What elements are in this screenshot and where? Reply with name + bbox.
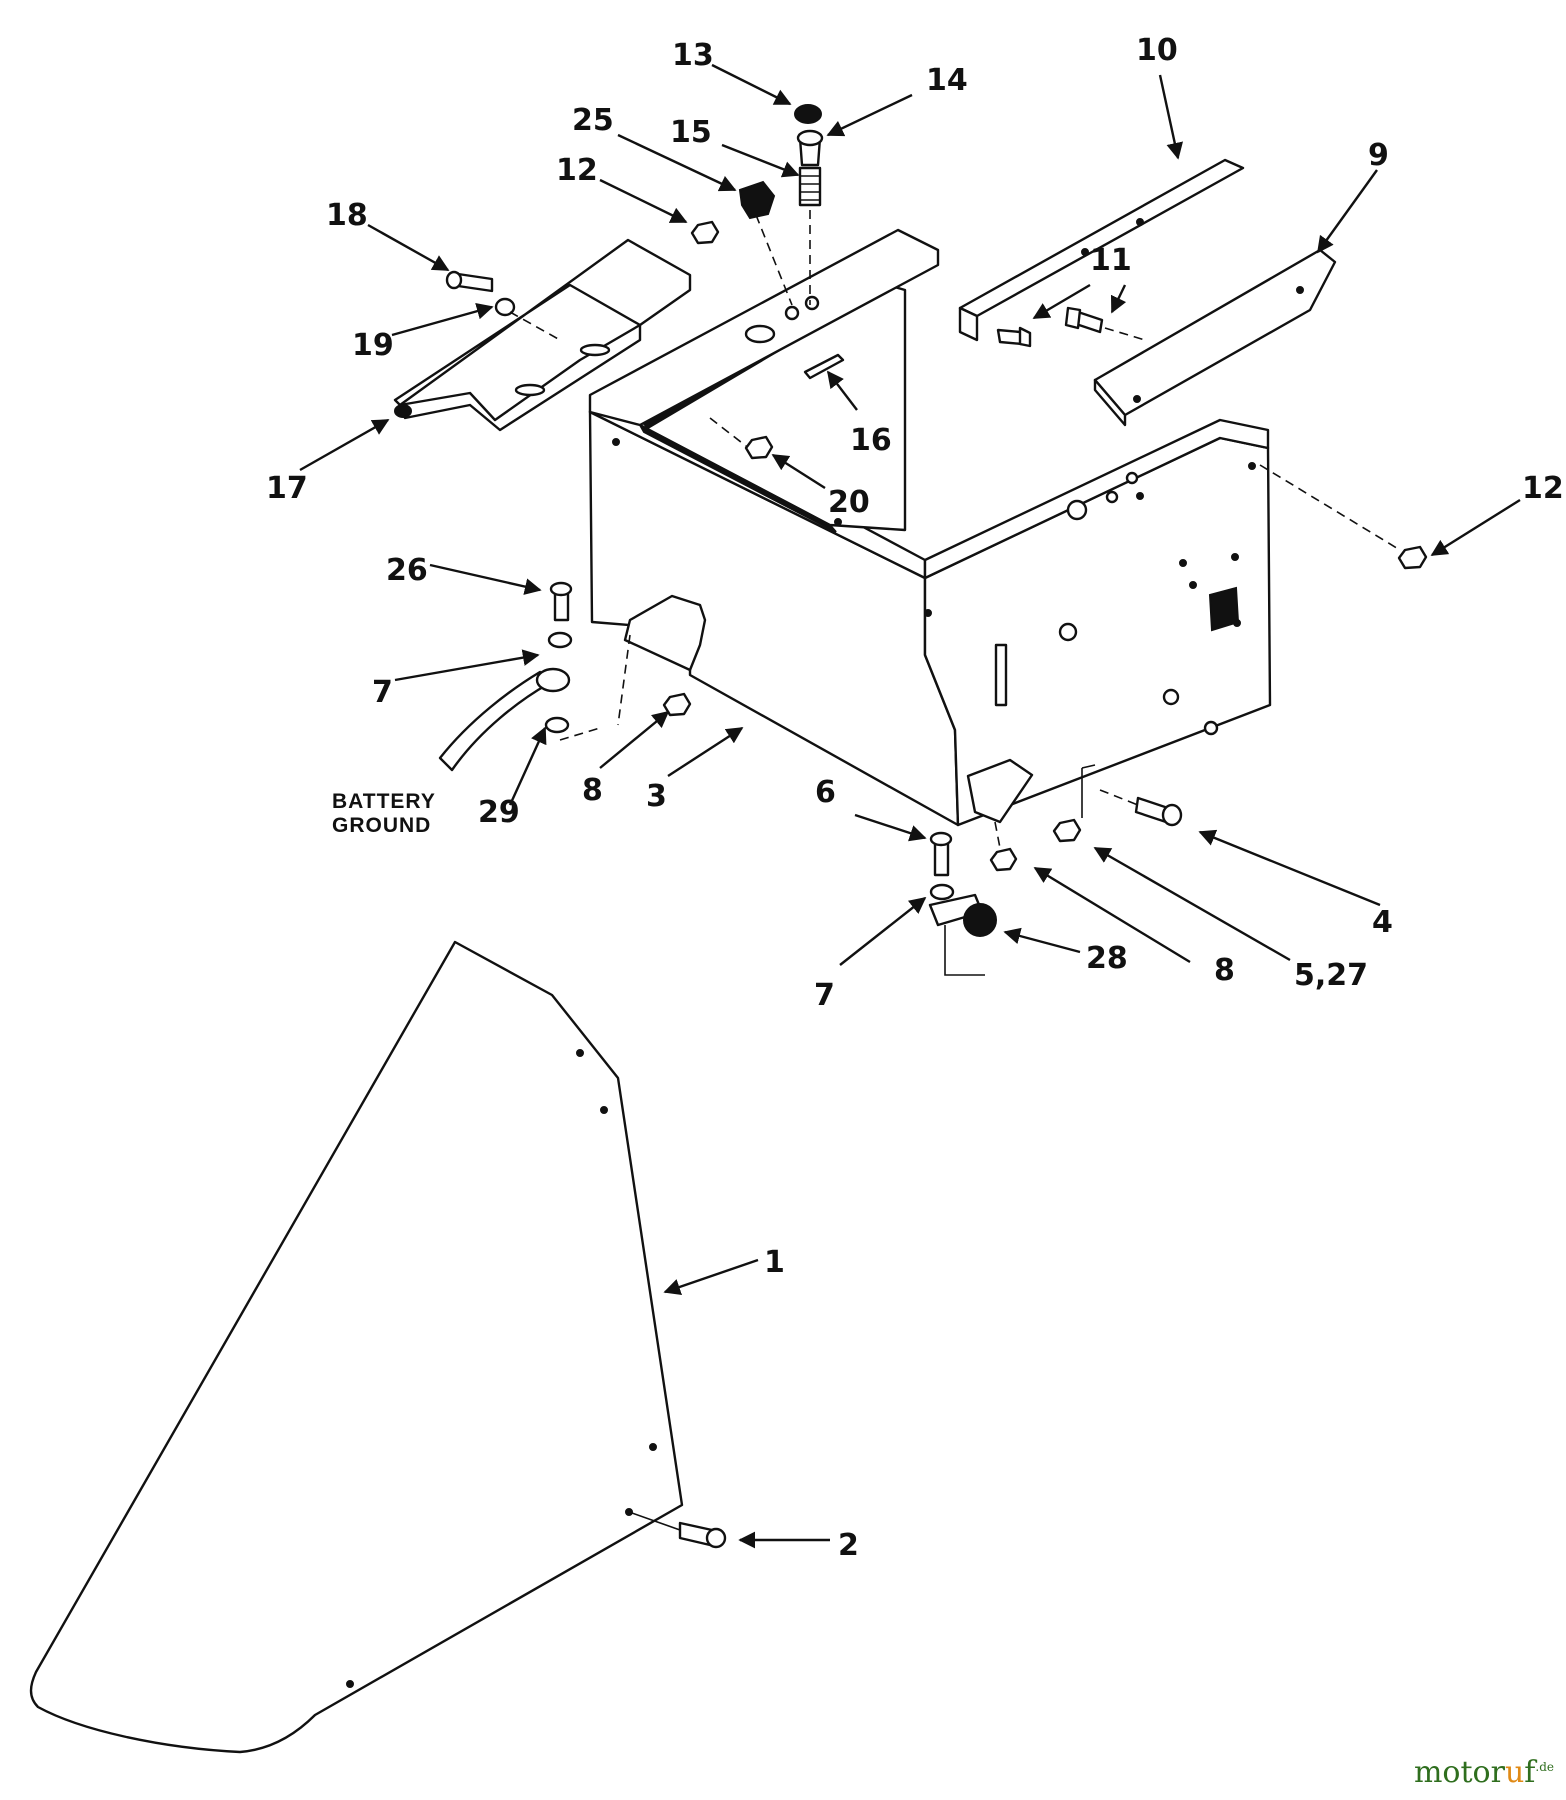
- callout-10: 10: [1136, 33, 1178, 68]
- hardware: [438, 104, 1428, 976]
- callout-12-right: 12: [1522, 471, 1564, 506]
- callout-3: 3: [646, 779, 667, 814]
- callout-1: 1: [764, 1245, 785, 1280]
- callout-19: 19: [352, 328, 394, 363]
- callout-4: 4: [1372, 905, 1393, 940]
- callout-7-right: 7: [814, 978, 835, 1013]
- left-bracket: [393, 238, 692, 432]
- callout-7-left: 7: [372, 675, 393, 710]
- watermark-logo: motoruf.de: [1414, 1755, 1554, 1790]
- watermark-part2: f: [1524, 1755, 1536, 1790]
- callout-8-right: 8: [1214, 953, 1235, 988]
- side-panel: [29, 940, 684, 1754]
- callout-11: 11: [1090, 243, 1132, 278]
- callout-2: 2: [838, 1528, 859, 1563]
- panel-screw: [631, 1512, 727, 1549]
- callout-6: 6: [815, 775, 836, 810]
- callout-9: 9: [1368, 138, 1389, 173]
- callout-29: 29: [478, 795, 520, 830]
- watermark-accent: u: [1504, 1755, 1525, 1790]
- callout-12-upper: 12: [556, 153, 598, 188]
- callout-5-27: 5,27: [1294, 958, 1368, 993]
- callout-labels: 13 14 10 25 15 9 12 18 11 19 16 17 20 12…: [266, 33, 1564, 1563]
- callout-28: 28: [1086, 941, 1128, 976]
- callout-20: 20: [828, 485, 870, 520]
- callout-18: 18: [326, 198, 368, 233]
- callout-13: 13: [672, 38, 714, 73]
- callout-15: 15: [670, 115, 712, 150]
- top-rail: [588, 228, 940, 427]
- lower-right-rail: [1093, 248, 1337, 427]
- callout-25: 25: [572, 103, 614, 138]
- callout-26: 26: [386, 553, 428, 588]
- watermark-part1: motor: [1413, 1755, 1505, 1790]
- callout-16: 16: [850, 423, 892, 458]
- watermark-suffix: .de: [1535, 1760, 1554, 1774]
- leader-lines: [299, 63, 1521, 1549]
- upper-right-rail: [958, 158, 1245, 342]
- callout-8-left: 8: [582, 773, 603, 808]
- battery-ground-label-line2: GROUND: [332, 814, 431, 837]
- callout-14: 14: [926, 63, 968, 98]
- callout-17: 17: [266, 471, 308, 506]
- battery-ground-label-line1: BATTERY: [332, 790, 436, 813]
